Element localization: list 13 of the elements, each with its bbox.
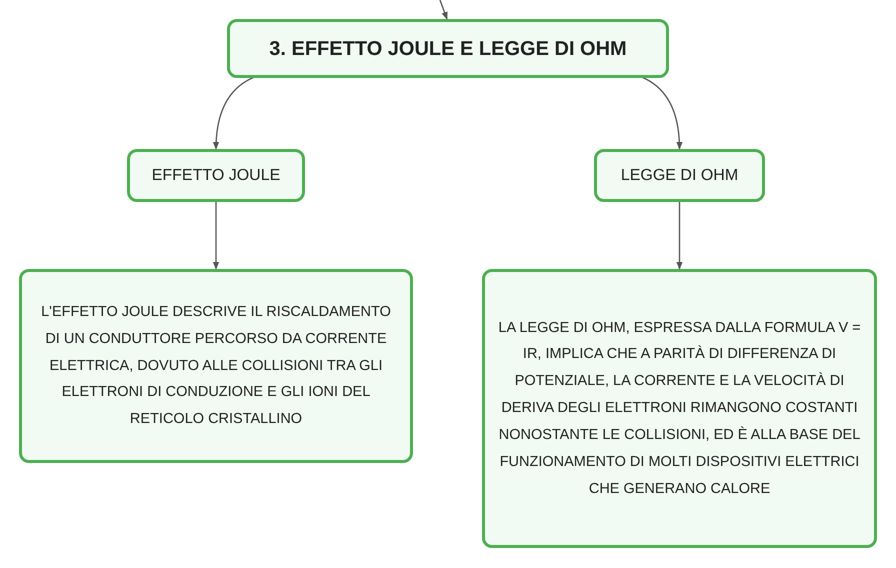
node-text: L'EFFETTO JOULE DESCRIVE IL RISCALDAMENTO DI UN CONDUTTORE PERCORSO DA CORRENTE ELETTRICA, DOVUTO ALLE COLLISIONI TRA GLI ELETTRONI DI CONDUZIONE E GLI IONI DEL RETICOLO CRISTALLINO [40, 302, 392, 430]
title-box [227, 19, 669, 78]
concept-box [19, 269, 413, 463]
concept-box [127, 149, 305, 202]
title-text: 3. EFFETTO JOULE E LEGGE DI OHM [269, 36, 627, 60]
concept-box [594, 149, 765, 202]
arrow [212, 202, 220, 270]
node-text: EFFETTO JOULE [152, 166, 280, 186]
node-text: LA LEGGE DI OHM, ESPRESSA DALLA FORMULA V = IR, IMPLICA CHE A PARITÀ DI DIFFERENZA DI POTENZIALE, LA CORRENTE E LA VELOCITÀ DI DERIVA DEGLI ELETTRONI RIMANGONO COSTANTI NONOSTANTE LE COLLISIONI, ED È ALLA BASE DEL FUNZIONAMENTO DI MOLTI DISPOSITIVI ELETTRICI CHE GENERANO CALORE [497, 318, 862, 499]
concept-box [482, 269, 877, 548]
arrow [439, 0, 448, 20]
arrow [676, 202, 683, 270]
node-text: LEGGE DI OHM [620, 166, 738, 186]
